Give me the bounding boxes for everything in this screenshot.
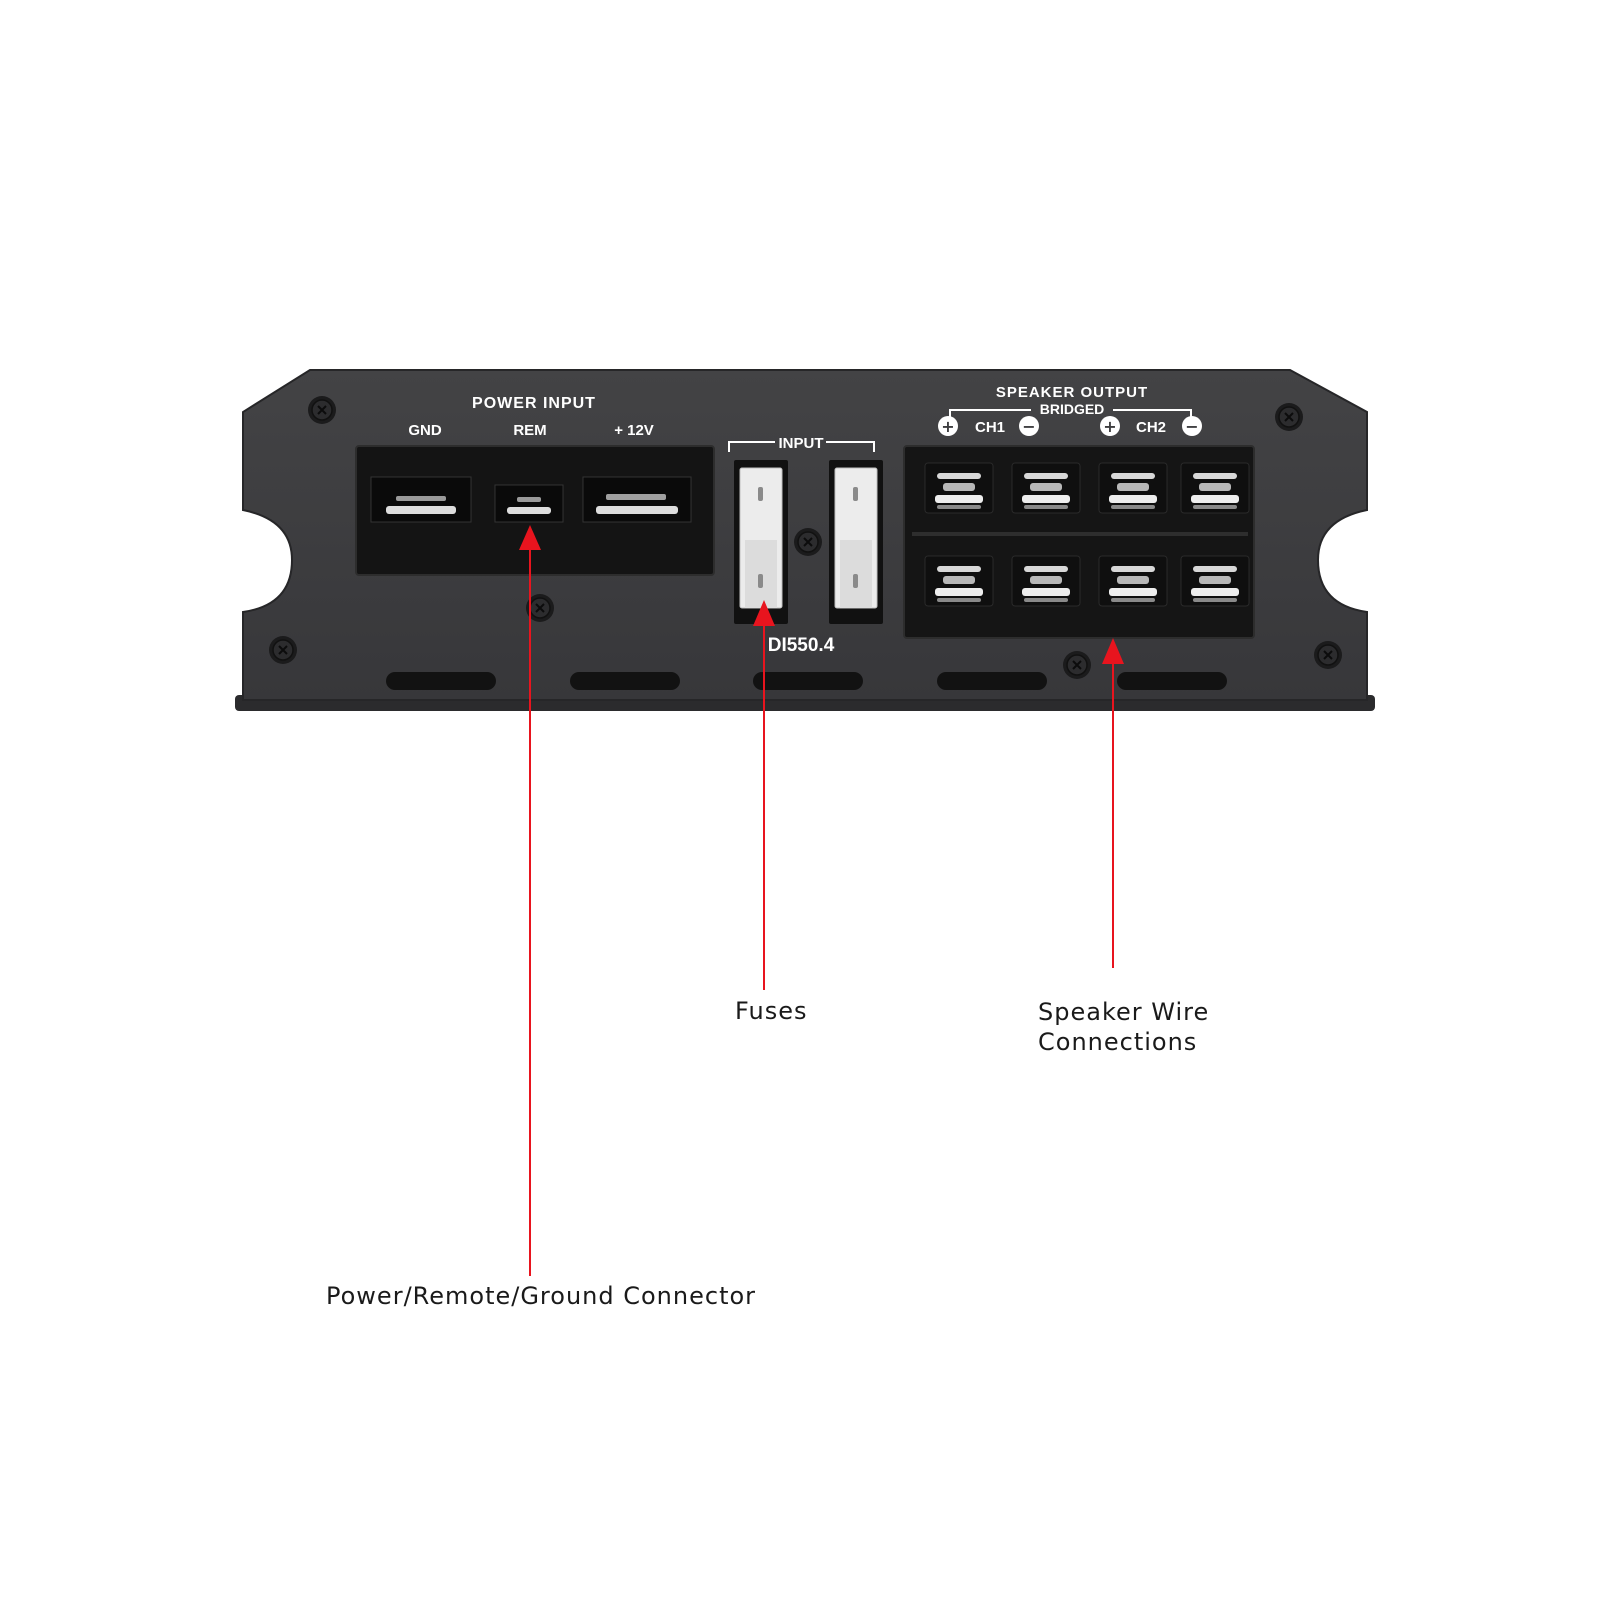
speaker-terminal[interactable] xyxy=(924,555,994,607)
speaker-terminal[interactable] xyxy=(1011,462,1081,514)
minus-icon xyxy=(1182,416,1202,436)
screw-icon xyxy=(1062,650,1092,680)
callout-power-connector: Power/Remote/Ground Connector xyxy=(326,1282,757,1310)
power-terminal-block xyxy=(355,445,715,576)
speaker-terminal[interactable] xyxy=(1011,555,1081,607)
ch2-label: CH2 xyxy=(1136,419,1166,436)
speaker-terminal[interactable] xyxy=(924,462,994,514)
screw-icon xyxy=(1274,402,1304,432)
callout-speaker-line2: Connections xyxy=(1038,1028,1198,1056)
amplifier-panel: POWER INPUT GND REM + 12V INPUT xyxy=(235,369,1375,711)
speaker-terminal[interactable] xyxy=(1098,555,1168,607)
plus-symbol: + xyxy=(1103,417,1116,436)
vent-slot xyxy=(1117,672,1227,690)
speaker-terminal[interactable] xyxy=(1098,462,1168,514)
fuse-left[interactable] xyxy=(734,460,788,624)
speaker-output-title: SPEAKER OUTPUT xyxy=(996,384,1148,401)
arrowhead-icon xyxy=(519,525,541,550)
plus-icon xyxy=(1100,416,1120,436)
vent-slot xyxy=(386,672,496,690)
bridged-label: BRIDGED xyxy=(1040,401,1105,417)
minus-symbol: − xyxy=(1022,417,1035,436)
callout-speaker-line1: Speaker Wire xyxy=(1038,998,1210,1026)
minus-icon xyxy=(1019,416,1039,436)
input-bracket xyxy=(728,441,875,452)
callout-arrow-fuses xyxy=(753,600,775,990)
vent-slot xyxy=(570,672,680,690)
callout-speaker-wire: Speaker Wire Connections xyxy=(1038,997,1209,1057)
screw-icon xyxy=(307,395,337,425)
speaker-terminal[interactable] xyxy=(1180,462,1250,514)
speaker-terminal[interactable] xyxy=(1180,555,1250,607)
vent-slot xyxy=(753,672,863,690)
callout-arrow-speaker xyxy=(1102,638,1124,968)
vent-slot xyxy=(937,672,1047,690)
screw-icon xyxy=(1313,640,1343,670)
minus-symbol: − xyxy=(1185,417,1198,436)
plus-icon xyxy=(938,416,958,436)
screw-icon xyxy=(268,635,298,665)
fuse-right[interactable] xyxy=(829,460,883,624)
callout-fuses: Fuses xyxy=(735,997,808,1025)
power-input-title: POWER INPUT xyxy=(472,395,596,412)
arrowhead-icon xyxy=(753,600,775,626)
speaker-terminal-block xyxy=(903,445,1255,639)
model-label: DI550.4 xyxy=(768,635,835,656)
input-label: INPUT xyxy=(779,435,824,452)
screw-icon xyxy=(793,527,823,557)
gnd-label: GND xyxy=(408,422,442,439)
rem-label: REM xyxy=(513,422,546,439)
arrowhead-icon xyxy=(1102,638,1124,664)
plus-12v-label: + 12V xyxy=(614,422,654,439)
plus-symbol: + xyxy=(941,417,954,436)
callout-arrow-power xyxy=(519,525,541,1276)
ch1-label: CH1 xyxy=(975,419,1005,436)
rem-terminal[interactable] xyxy=(494,484,564,523)
